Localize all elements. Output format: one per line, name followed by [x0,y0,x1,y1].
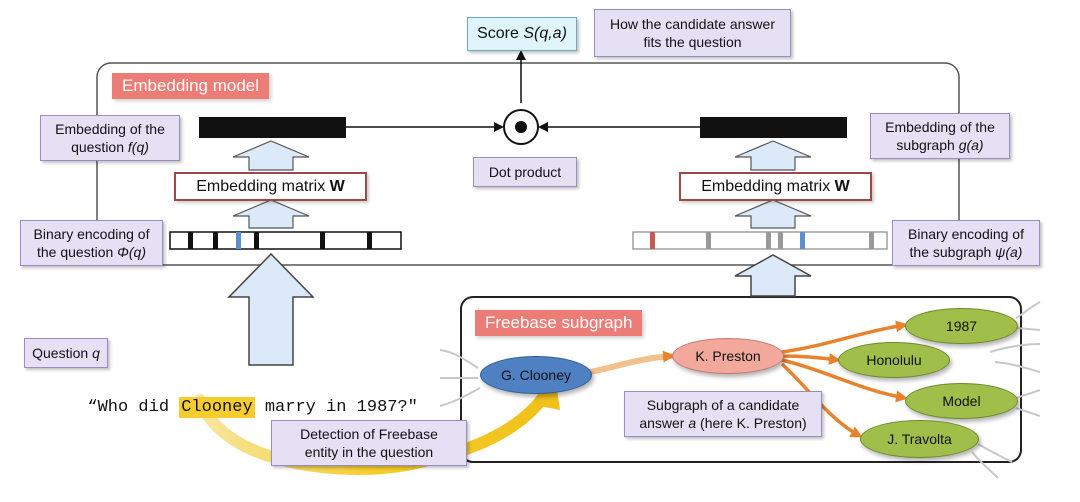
subgraph-note: Subgraph of a candidate answer a (here K… [624,391,822,437]
embedding-matrix-right: Embedding matrix W [679,172,872,201]
embedding-subgraph-line2: subgraph g(a) [896,137,984,153]
detection-line2: entity in the question [304,444,434,460]
binary-question-line2: the question Φ(q) [37,244,146,260]
binary-subgraph-label: Binary encoding of the subgraph ψ(a) [892,220,1040,266]
detection-label: Detection of Freebase entity in the ques… [271,420,467,466]
dot-product-operator [503,109,539,145]
question-binary-encoding [169,231,402,250]
embedding-question-label: Embedding of the question f(q) [40,115,180,161]
node-model: Model [905,383,1018,419]
embedding-subgraph-label: Embedding of the subgraph g(a) [870,113,1010,159]
subgraph-block-arrow [734,254,812,297]
question-label: Question q [24,338,108,368]
embedding-matrix-left: Embedding matrix W [174,172,367,201]
question-text: “Who did Clooney marry in 1987?" [67,372,418,420]
subgraph-binary-encoding [632,231,888,250]
freebase-subgraph-frame [460,296,1022,463]
embedding-subgraph-line1: Embedding of the [885,119,995,135]
binary-question-line1: Binary encoding of [33,226,150,242]
question-text-before: “Who did [87,398,180,417]
node-j-travolta: J. Travolta [860,420,979,458]
detection-line1: Detection of Freebase [300,426,438,442]
graph-stub-edges [439,301,1041,479]
right-lower-block-arrow [734,199,812,229]
question-text-after: marry in 1987?" [254,398,418,417]
embedding-model-label: Embedding model [112,73,270,99]
node-honolulu: Honolulu [838,342,950,378]
edge-clooney-preston [589,350,675,375]
score-note: How the candidate answer fits the questi… [594,9,791,57]
right-upper-block-arrow [734,140,812,171]
dot-product-label: Dot product [473,157,577,187]
score-note-line1: How the candidate answer [610,16,775,32]
node-g-clooney: G. Clooney [480,356,592,394]
binary-subgraph-line1: Binary encoding of [908,226,1024,242]
binary-subgraph-line2: the subgraph ψ(a) [909,244,1023,260]
node-1987: 1987 [905,308,1018,344]
binary-question-label: Binary encoding of the question Φ(q) [20,220,163,266]
node-k-preston: K. Preston [672,338,784,374]
left-upper-block-arrow [232,140,310,171]
subgraph-note-line2: answer a (here K. Preston) [639,415,807,431]
question-embedding-bar [199,117,346,138]
score-box: Score S(q,a) [467,17,577,51]
subgraph-note-line1: Subgraph of a candidate [646,397,800,413]
embedding-model-frame [96,62,960,266]
question-big-block-arrow [227,252,315,366]
freebase-subgraph-label: Freebase subgraph [475,310,643,336]
question-entity-highlight: Clooney [179,397,255,418]
subgraph-embedding-bar [700,117,847,138]
embedding-question-line1: Embedding of the [55,121,165,137]
score-formula: S(q,a) [523,25,567,42]
score-note-line2: fits the question [643,34,742,50]
score-label: Score [477,25,524,42]
embedding-question-line2: question f(q) [71,139,149,155]
left-lower-block-arrow [232,199,310,229]
